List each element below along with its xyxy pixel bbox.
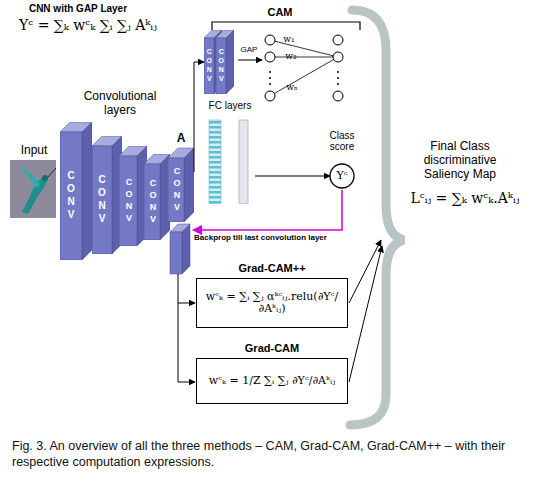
figure-caption: Fig. 3. An overview of all the three met… — [12, 438, 527, 471]
input-image-box: Input — [8, 144, 60, 222]
branch-arrow — [178, 303, 195, 304]
arrow-label: Backprop till last convolution layer — [194, 233, 364, 242]
flow-arrow — [255, 176, 330, 177]
formula: Yᶜ = ∑ₖ wᶜₖ ∑ᵢ ∑ⱼ Aᵏᵢⱼ — [8, 17, 168, 33]
layer-slab — [168, 148, 194, 222]
branch-arrow — [178, 382, 195, 383]
backprop-layer — [170, 224, 190, 274]
layer-slab — [92, 136, 122, 254]
section-title: CNN with GAP Layer — [18, 3, 138, 15]
flow-arrow — [194, 62, 204, 172]
ellipsis-dots — [269, 71, 339, 85]
fc-layers: FC layers — [205, 100, 255, 204]
node-heading: Grad-CAM — [186, 342, 358, 354]
conv-layer: ACONV — [168, 132, 194, 222]
layer-label: CONV — [60, 132, 82, 260]
node-heading: Input — [0, 144, 70, 157]
class-score-node: Class scoreYᶜ — [322, 130, 362, 190]
method-box: Grad-CAMwᶜₖ = 1/Z ∑ᵢ ∑ⱼ ∂Yᶜ/∂Aᵏᵢⱼ — [196, 342, 348, 404]
group-label: Convolutional layers — [70, 90, 170, 118]
layer-label: CONV — [119, 156, 137, 246]
layer-slab — [119, 146, 147, 246]
output-title: Final Class discriminative Saliency Map — [405, 140, 515, 181]
score-symbol: Yᶜ — [330, 164, 354, 188]
conv-layer: CONV — [60, 122, 92, 260]
layer-slab — [144, 154, 170, 240]
formula: wᶜₖ = 1/Z ∑ᵢ ∑ⱼ ∂Yᶜ/∂Aᵏᵢⱼ — [196, 358, 348, 404]
formula: wᶜₖ = ∑ᵢ ∑ⱼ αᵏᶜᵢⱼ.relu(∂Yᶜ/∂Aᵏᵢⱼ) — [196, 278, 348, 328]
layer-label: CONV — [144, 164, 160, 240]
weight-label: w₁ — [281, 34, 297, 44]
merge-arrow — [349, 246, 382, 382]
gap-arrow — [238, 60, 262, 61]
conv-layer: CONV — [92, 136, 122, 254]
node-heading: Class score — [322, 130, 362, 152]
fc-bars — [205, 100, 255, 204]
branch-line — [178, 274, 179, 382]
conv-layer: CONV — [119, 146, 147, 246]
layer-slab — [216, 30, 234, 94]
conv-layer: CONV — [144, 154, 170, 240]
cam-bracket — [212, 22, 360, 30]
formula: Lᶜᵢⱼ = ∑ₖ wᶜₖ.Aᵏᵢⱼ — [396, 190, 534, 206]
node-heading: Grad-CAM++ — [186, 262, 358, 274]
node-heading: FC layers — [195, 100, 265, 111]
layer-slab — [60, 122, 92, 260]
neuron-weights — [270, 40, 338, 96]
grouping-brace — [350, 10, 404, 425]
input-image — [10, 160, 56, 218]
layer-label: CONV — [204, 38, 214, 94]
section-title: CAM — [255, 6, 305, 19]
cam-conv-layer: CONVCONV — [204, 30, 234, 94]
layer-label: CONV — [216, 38, 226, 94]
layer-label: CONV — [92, 146, 112, 254]
method-box: Grad-CAM++wᶜₖ = ∑ᵢ ∑ⱼ αᵏᶜᵢⱼ.relu(∂Yᶜ/∂Aᵏ… — [196, 262, 348, 328]
node-heading: A — [158, 132, 204, 145]
operation-label: GAP — [234, 45, 264, 54]
backprop-arrow — [193, 190, 342, 230]
layer-label: CONV — [168, 158, 184, 222]
weight-label: wₙ — [284, 82, 300, 92]
weight-label: w₂ — [283, 51, 299, 61]
neuron-nodes — [265, 35, 343, 101]
